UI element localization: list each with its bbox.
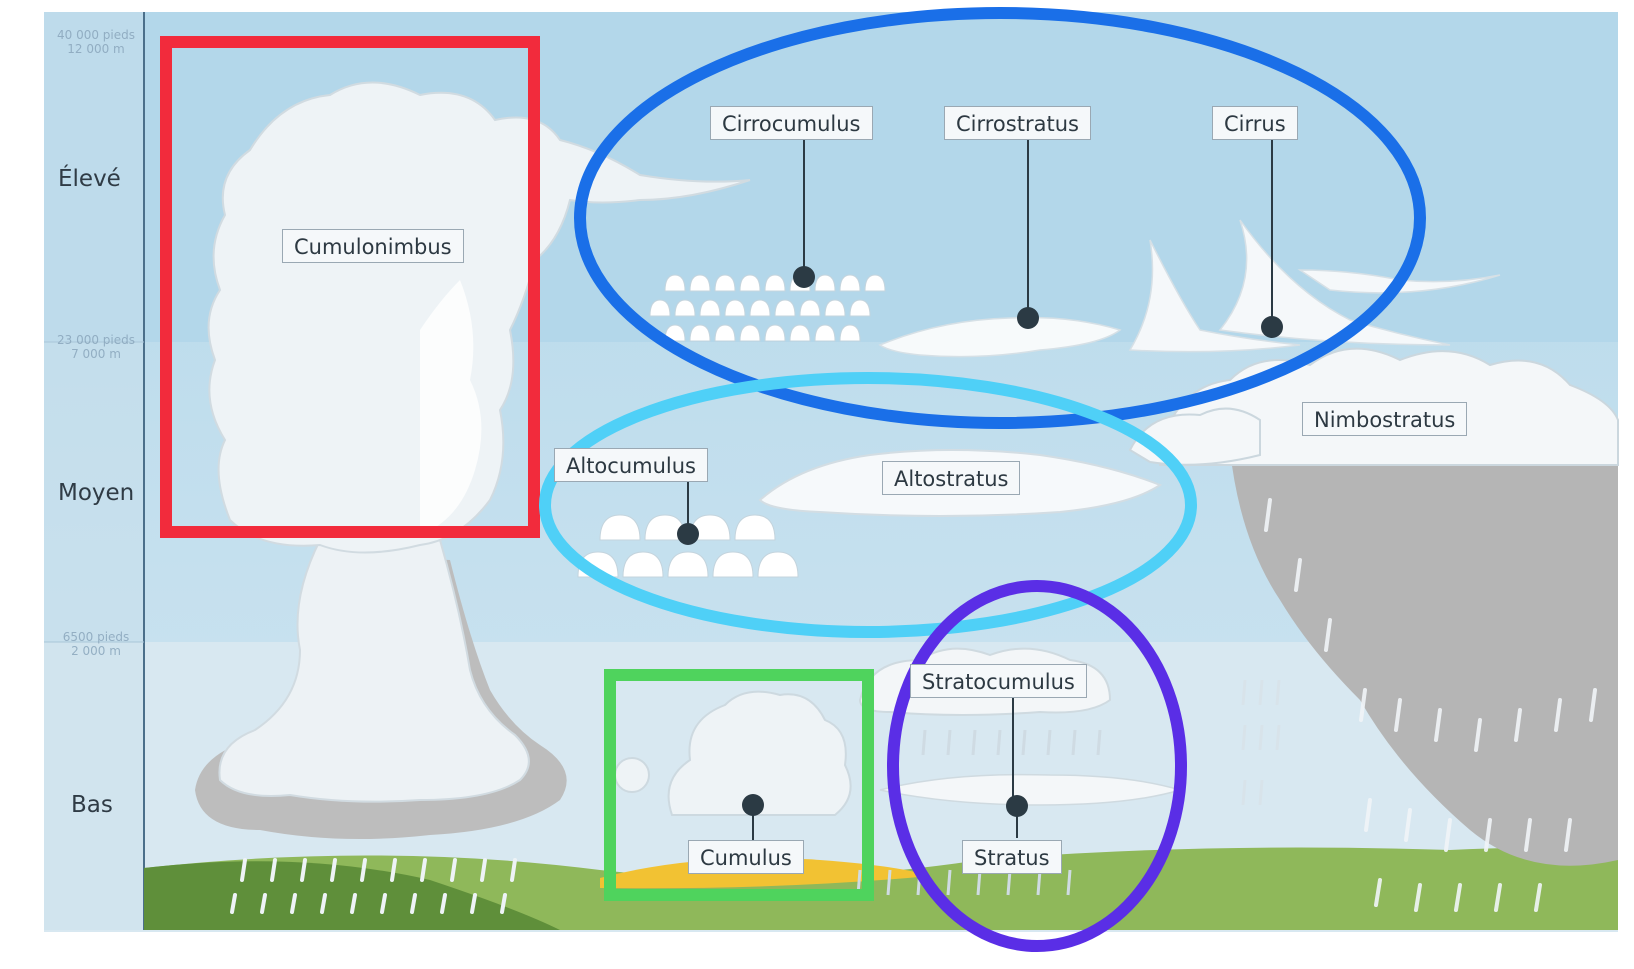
level-middle-label: Moyen bbox=[58, 480, 134, 506]
altitude-meters-top: 12 000 m bbox=[47, 42, 145, 56]
label-nimbostratus: Nimbostratus bbox=[1302, 402, 1467, 436]
label-altocumulus: Altocumulus bbox=[554, 448, 708, 482]
label-altostratus: Altostratus bbox=[882, 461, 1020, 495]
label-stratocumulus: Stratocumulus bbox=[910, 664, 1087, 698]
label-stratus: Stratus bbox=[962, 840, 1062, 874]
label-cumulonimbus: Cumulonimbus bbox=[282, 229, 464, 263]
altitude-feet-high-mid: 23 000 pieds bbox=[47, 333, 145, 347]
altitude-label-high-mid: 23 000 pieds 7 000 m bbox=[47, 333, 145, 361]
label-cumulus: Cumulus bbox=[688, 840, 804, 874]
level-low-label: Bas bbox=[71, 792, 113, 818]
altitude-feet-top: 40 000 pieds bbox=[47, 28, 145, 42]
altitude-meters-mid-low: 2 000 m bbox=[47, 644, 145, 658]
altitude-label-mid-low: 6500 pieds 2 000 m bbox=[47, 630, 145, 658]
label-cirrostratus: Cirrostratus bbox=[944, 106, 1091, 140]
altitude-label-top: 40 000 pieds 12 000 m bbox=[47, 28, 145, 56]
altitude-feet-mid-low: 6500 pieds bbox=[47, 630, 145, 644]
level-high-label: Élevé bbox=[58, 166, 121, 192]
label-cirrocumulus: Cirrocumulus bbox=[710, 106, 873, 140]
label-cirrus: Cirrus bbox=[1212, 106, 1298, 140]
altitude-meters-high-mid: 7 000 m bbox=[47, 347, 145, 361]
